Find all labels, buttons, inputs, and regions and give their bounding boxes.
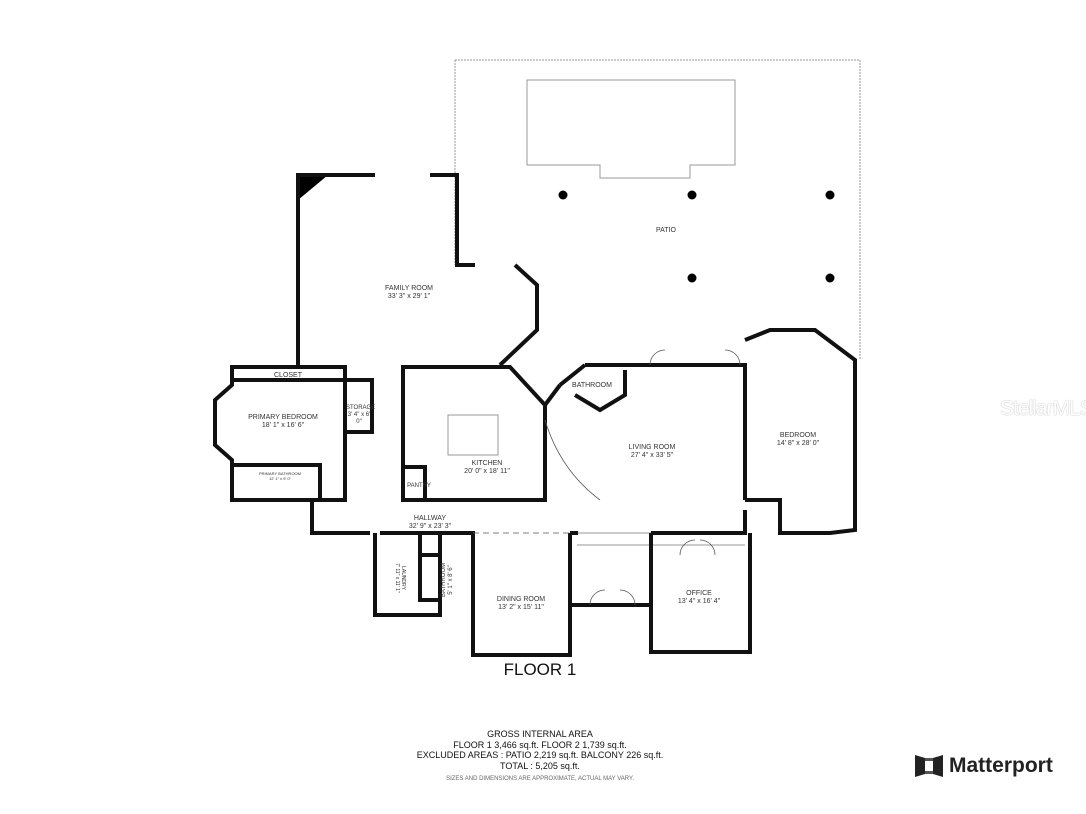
room-dimensions: 7' 11" x 11' 1": [394, 563, 400, 593]
area-heading: GROSS INTERNAL AREA: [487, 729, 593, 739]
area-line-excluded: EXCLUDED AREAS : PATIO 2,219 sq.ft. BALC…: [416, 750, 664, 760]
room-name: PATIO: [656, 227, 676, 234]
room-label-patio: PATIO: [656, 227, 676, 235]
room-name: LAUNDRY: [400, 566, 406, 590]
floor-label: FLOOR 1: [503, 660, 577, 679]
room-dimensions: 27' 4" x 33' 5": [630, 452, 674, 459]
room-dimensions: 3' 4" x 6' 0": [347, 412, 371, 425]
kitchen-island: [447, 414, 499, 456]
area-line-total: TOTAL : 5,205 sq.ft.: [500, 760, 580, 771]
area-summary: GROSS INTERNAL AREA FLOOR 1 3,466 sq.ft.…: [417, 729, 664, 785]
room-name: FAMILY ROOM: [385, 285, 433, 292]
room-name: STORAGE: [346, 405, 376, 411]
room-dimensions: 13' 4" x 16' 4": [677, 598, 721, 605]
room-dimensions: 5' 1" x 8' 6": [448, 565, 454, 595]
room-name: BATHROOM: [441, 562, 447, 598]
brand-name: Matterport: [949, 754, 1053, 777]
walls: [213, 173, 857, 657]
room-name: BATHROOM: [572, 382, 612, 389]
room-name: PRIMARY BEDROOM: [248, 414, 318, 421]
room-name: PRIMARY BATHROOM: [258, 471, 302, 476]
room-name: CLOSET: [273, 372, 303, 379]
room-dimensions: 33' 3" x 29' 1": [387, 293, 431, 300]
corner-fill: [298, 175, 328, 200]
room-name: OFFICE: [686, 590, 712, 597]
room-dimensions: 32' 9" x 23' 3": [408, 523, 452, 530]
room-dimensions: 14' 8" x 28' 0": [776, 440, 820, 447]
room-label-closet: CLOSET: [274, 372, 302, 380]
room-dimensions: 12' 1" x 9' 0": [269, 476, 291, 481]
room-label-pantry: PANTRY: [407, 482, 431, 490]
patio-outline: [454, 59, 861, 360]
room-dimensions: 13' 2" x 15' 11": [498, 604, 544, 611]
room-dimensions: 20' 0" x 18' 11": [464, 468, 510, 475]
watermark: StellarMLS: [1000, 397, 1086, 420]
room-label-bathroom-upper: BATHROOM: [572, 382, 612, 390]
room-name: LIVING ROOM: [628, 444, 676, 451]
matterport-logo-icon: [915, 755, 943, 777]
matterport-brand: Matterport: [915, 753, 1053, 779]
room-name: KITCHEN: [471, 460, 503, 467]
pool: [526, 79, 736, 179]
room-name: HALLWAY: [413, 515, 447, 522]
area-line-floors: FLOOR 1 3,466 sq.ft. FLOOR 2 1,739 sq.ft…: [453, 739, 627, 750]
room-name: BEDROOM: [779, 432, 817, 439]
room-name: DINING ROOM: [496, 596, 546, 603]
room-dimensions: 18' 1" x 16' 6": [261, 422, 305, 429]
area-disclaimer: SIZES AND DIMENSIONS ARE APPROXIMATE, AC…: [446, 776, 634, 782]
room-name: PANTRY: [407, 483, 431, 489]
